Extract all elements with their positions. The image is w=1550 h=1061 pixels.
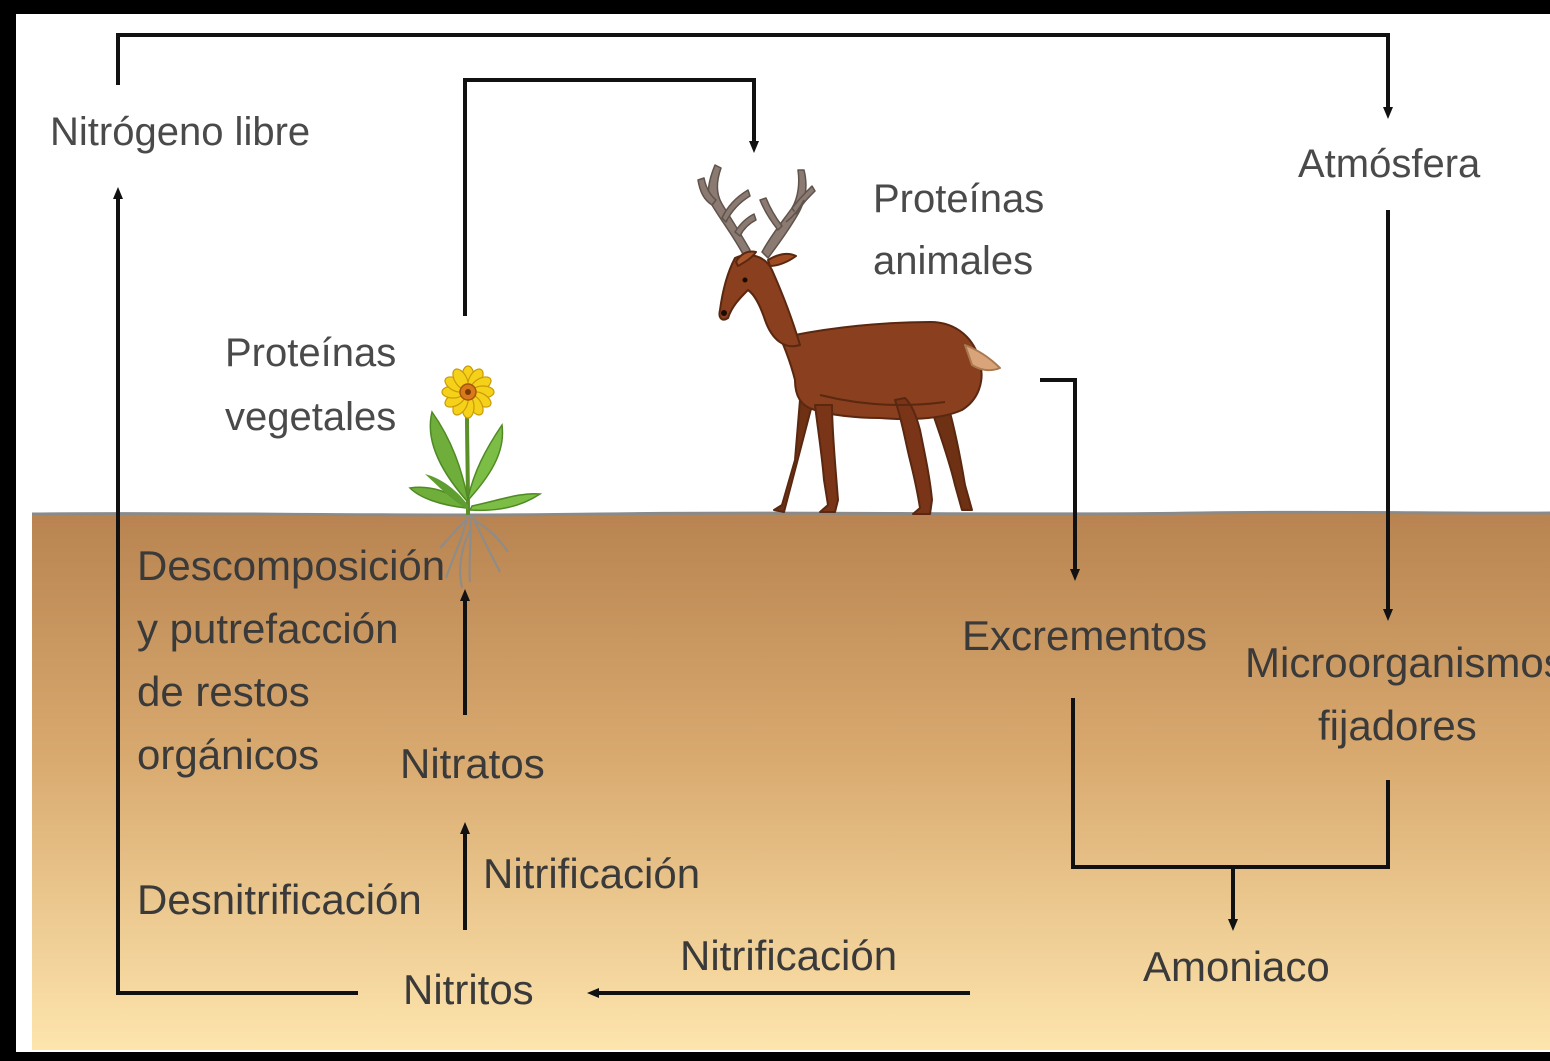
label-microorganismos-1: Microorganismos: [1245, 639, 1550, 686]
label-nitrificacion-upper: Nitrificación: [483, 850, 700, 897]
label-descomposicion-3: de restos: [137, 668, 310, 715]
label-desnitrificacion: Desnitrificación: [137, 876, 422, 923]
label-nitrificacion-lower: Nitrificación: [680, 932, 897, 979]
label-nitritos: Nitritos: [403, 966, 534, 1013]
label-descomposicion-4: orgánicos: [137, 731, 319, 778]
label-proteinas-animales-1: Proteínas: [873, 177, 1044, 221]
label-amoniaco: Amoniaco: [1143, 943, 1330, 990]
label-nitrogeno-libre: Nitrógeno libre: [50, 110, 310, 154]
label-proteinas-vegetales-2: vegetales: [225, 395, 396, 439]
label-atmosfera: Atmósfera: [1298, 142, 1481, 186]
label-excrementos: Excrementos: [962, 612, 1207, 659]
label-descomposicion-2: y putrefacción: [137, 605, 398, 652]
label-nitratos: Nitratos: [400, 740, 545, 787]
label-descomposicion-1: Descomposición: [137, 542, 445, 589]
label-microorganismos-2: fijadores: [1318, 702, 1477, 749]
label-proteinas-vegetales-1: Proteínas: [225, 331, 396, 375]
label-proteinas-animales-2: animales: [873, 239, 1033, 283]
